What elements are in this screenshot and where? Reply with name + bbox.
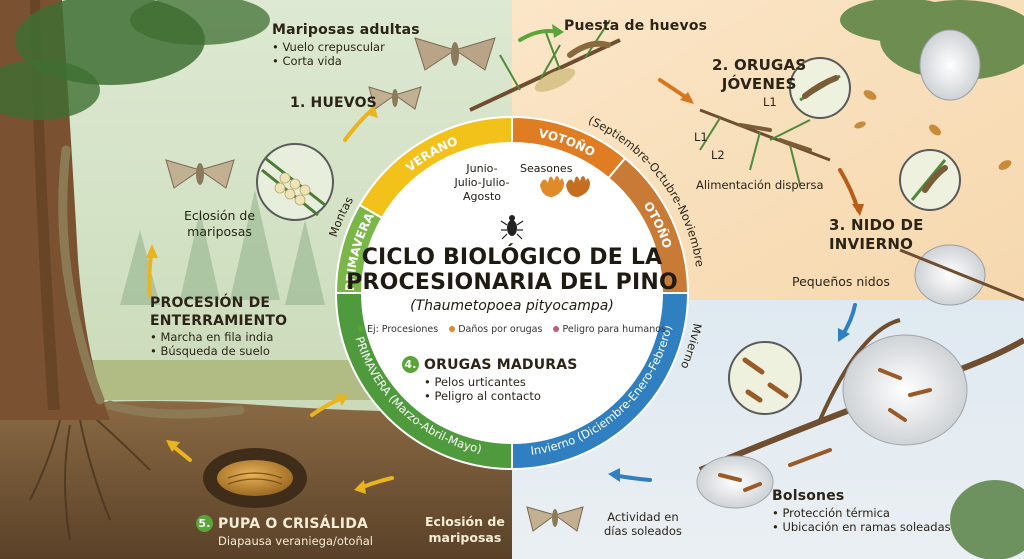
hands-icon bbox=[540, 176, 590, 197]
legend-dot bbox=[449, 326, 456, 333]
egg-laying-label: Puesta de huevos bbox=[564, 18, 708, 34]
young-caterpillar-branch bbox=[699, 108, 831, 186]
small-nests-note: Pequeños nidos bbox=[792, 274, 890, 289]
moth-adult-top bbox=[414, 37, 496, 71]
legend-item: Ej: Procesiones bbox=[357, 324, 438, 335]
summer-months: Junio- Julio-Julio- Agosto bbox=[454, 162, 510, 203]
pine-foliage-bottom-right bbox=[950, 480, 1024, 559]
bags-label: Bolsones Protección térmica Ubicación en… bbox=[772, 488, 951, 534]
bag-nest-low bbox=[696, 455, 774, 509]
ring-segment-primavera-top bbox=[334, 203, 384, 294]
egg-laying-branch bbox=[469, 19, 621, 112]
moth-emergence-left-label: Eclosión de mariposas bbox=[184, 208, 256, 239]
season-ring bbox=[334, 115, 690, 471]
larva-tag-l1-b: L1 bbox=[694, 130, 708, 144]
legend-item: Peligro para humanos bbox=[553, 324, 666, 335]
adult-moths-label: Mariposas adultas Vuelo crepuscular Cort… bbox=[272, 22, 420, 68]
dispersed-feeding-note: Alimentación dispersa bbox=[696, 178, 824, 192]
large-silk-nest bbox=[842, 334, 968, 446]
procession-caterpillars bbox=[58, 145, 245, 419]
larva-tag-l2: L2 bbox=[711, 148, 725, 162]
bag-magnifier bbox=[728, 341, 802, 415]
moth-eggs bbox=[368, 86, 422, 110]
winter-nest bbox=[914, 244, 986, 306]
nest-caterpillars bbox=[718, 368, 932, 492]
moth-emergence-bottom-label: Eclosión de mariposas bbox=[425, 514, 505, 545]
winter-nest-label: 3. NIDO DE INVIERNO bbox=[829, 216, 924, 253]
seasons-label: Seasones bbox=[520, 162, 573, 175]
diagram-subtitle: (Thaumetopoea pityocampa) bbox=[410, 297, 614, 314]
moth-emergence-left bbox=[165, 159, 235, 189]
larva-tag-l1-a: L1 bbox=[763, 95, 777, 109]
beetle-icon bbox=[500, 215, 524, 240]
diagram-title-line1: CICLO BIOLÓGICO DE LA bbox=[361, 245, 663, 270]
mature-caterpillars-label: 4.ORUGAS MADURAS Pelos urticantes Peligr… bbox=[402, 356, 578, 403]
arrow-heads bbox=[146, 24, 864, 494]
falling-leaves bbox=[854, 90, 1012, 170]
legend-item: Daños por orugas bbox=[449, 324, 542, 335]
center-disk bbox=[362, 143, 662, 443]
legend-dot bbox=[553, 326, 560, 333]
burial-procession-label: PROCESIÓN DE ENTERRAMIENTO Marcha en fil… bbox=[150, 295, 287, 359]
diagram-title-line2: PROCESIONARIA DEL PINO bbox=[346, 270, 678, 296]
pupa-label: 5.PUPA O CRISÁLIDA Diapausa veraniega/ot… bbox=[196, 515, 373, 548]
eggs-label: 1. HUEVOS bbox=[290, 95, 377, 111]
center-legend: Ej: Procesiones Daños por orugas Peligro… bbox=[332, 324, 692, 335]
pupa-chrysalis bbox=[217, 460, 293, 496]
sunny-activity-note: Actividad en días soleados bbox=[604, 510, 682, 539]
small-nest-top bbox=[919, 29, 981, 101]
moth-emergence-bottom bbox=[526, 506, 584, 532]
young-caterpillars-label: 2. ORUGAS JÓVENES bbox=[712, 56, 807, 93]
pine-foliage-left bbox=[0, 0, 270, 120]
roots bbox=[29, 417, 151, 541]
legend-dot bbox=[357, 326, 364, 333]
